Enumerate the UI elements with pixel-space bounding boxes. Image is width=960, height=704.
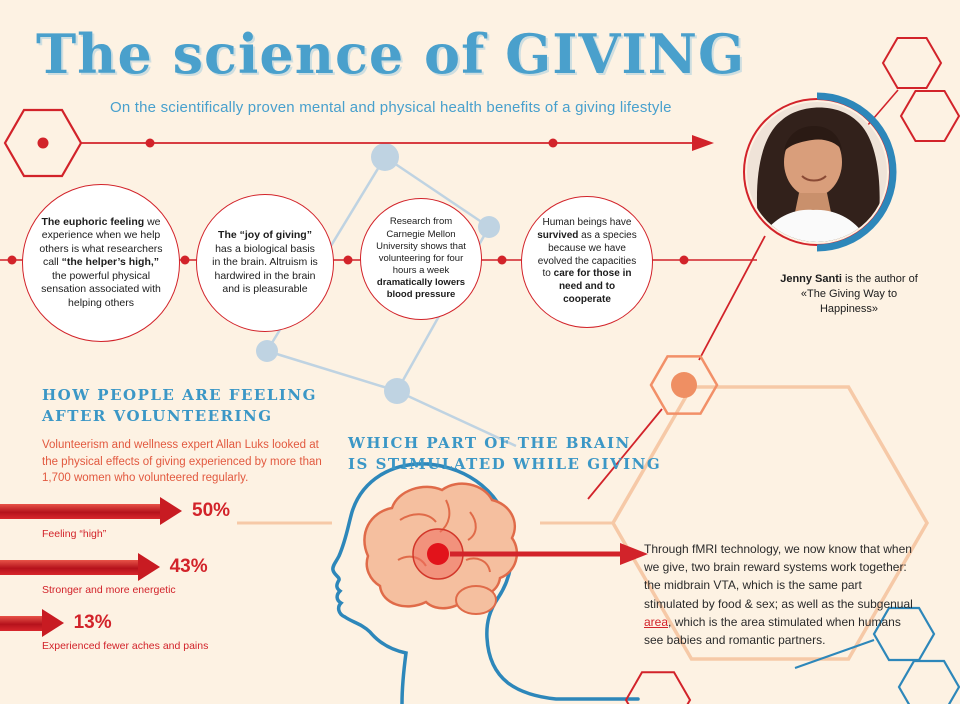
bottom-right-hexagons-icon xyxy=(794,606,960,704)
bar-row: 13% Experienced fewer aches and pains xyxy=(0,609,340,652)
page-title: The science of GIVING xyxy=(36,22,746,86)
diagonal-connector-line xyxy=(587,235,766,500)
fact-bubble: Research from Carnegie Mellon University… xyxy=(360,198,482,320)
orange-hexagon-icon xyxy=(649,355,719,415)
bar-label: Experienced fewer aches and pains xyxy=(42,640,209,652)
bar-arrowhead-icon xyxy=(137,553,160,581)
brain-heading: WHICH PART OF THE BRAIN IS STIMULATED WH… xyxy=(348,434,662,473)
author-caption: Jenny Santi is the author of «The Giving… xyxy=(780,273,918,315)
large-peach-hexagon-icon xyxy=(237,385,930,661)
top-left-hexagon-icon xyxy=(3,108,83,178)
fmri-arrow-icon xyxy=(450,543,648,565)
fact-text: The “joy of giving” has a biological bas… xyxy=(212,229,318,296)
bar-value: 13% xyxy=(73,612,112,633)
fact-bubble: The euphoric feeling we experience when … xyxy=(22,184,180,342)
fact-bubble: Human beings have survived as a species … xyxy=(521,196,653,328)
fact-bubble: The “joy of giving” has a biological bas… xyxy=(196,194,334,332)
bar-row: 50% Feeling “high” xyxy=(0,497,340,540)
author-photo xyxy=(743,92,897,252)
fact-text: The euphoric feeling we experience when … xyxy=(39,215,163,309)
bar xyxy=(0,615,42,631)
bottom-red-hexagon-icon xyxy=(624,671,692,704)
portrait-face xyxy=(784,127,842,197)
bar-value: 50% xyxy=(192,500,231,521)
fact-text: Research from Carnegie Mellon University… xyxy=(376,216,466,301)
brain-highlight xyxy=(412,528,464,580)
volunteering-heading: HOW PEOPLE ARE FEELING AFTER VOLUNTEERIN… xyxy=(42,386,317,425)
bar-label: Feeling “high” xyxy=(42,528,107,540)
brain-description: Through fMRI technology, we now know tha… xyxy=(644,542,913,648)
page-subtitle: On the scientifically proven mental and … xyxy=(110,99,672,116)
bar-row: 43% Stronger and more energetic xyxy=(0,553,340,596)
bar-arrowhead-icon xyxy=(160,497,182,525)
bar xyxy=(0,503,160,519)
bar xyxy=(0,559,138,575)
bar-value: 43% xyxy=(169,556,208,577)
bar-label: Stronger and more energetic xyxy=(42,584,176,596)
volunteering-bars: 50% Feeling “high” 43% Stronger and more en… xyxy=(0,497,340,665)
volunteering-description: Volunteerism and wellness expert Allan L… xyxy=(42,439,322,485)
bar-arrowhead-icon xyxy=(41,609,64,637)
fact-text: Human beings have survived as a species … xyxy=(537,217,637,305)
top-timeline-arrow xyxy=(81,135,714,151)
